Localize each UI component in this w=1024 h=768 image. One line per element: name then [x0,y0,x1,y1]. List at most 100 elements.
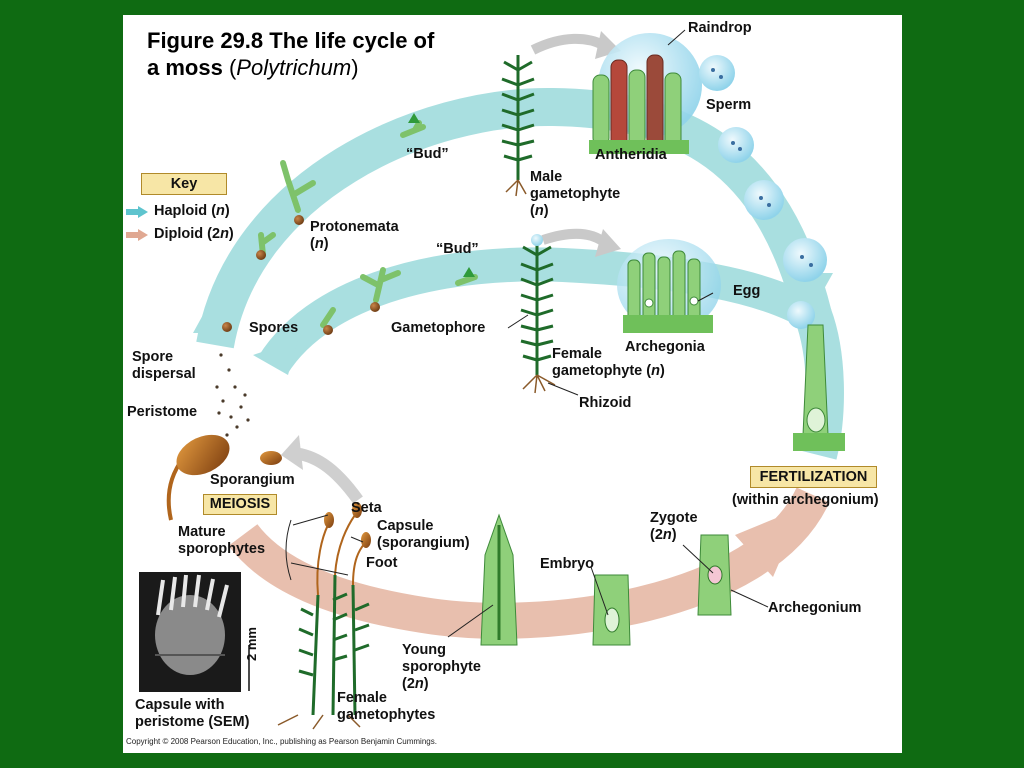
spore-dispersal-dots [215,353,250,437]
label-young-sporophyte-3: (2n) [402,676,429,693]
zygote-paren-close: ) [671,527,677,543]
diploid-close: ) [228,226,234,242]
label-within-archegonium: (within archegonium) [732,492,879,508]
label-antheridia: Antheridia [595,147,667,163]
proto-n: n [314,236,324,252]
inner-haploid-arc [258,247,822,375]
raindrop-small [699,55,735,91]
label-male-gametophyte-3: (n) [530,203,549,220]
label-embryo: Embryo [540,556,594,572]
figure-title-line-2: a moss (Polytrichum) [147,54,359,81]
male-paren-open: ( [530,203,535,219]
label-fertilization: FERTILIZATION [750,466,877,488]
label-egg: Egg [733,283,761,299]
mature-sporophytes [277,514,370,730]
label-meiosis: MEIOSIS [203,494,277,515]
title-main: a moss [147,55,223,80]
embryo [592,574,631,646]
capsule-sem-photo [139,572,241,692]
label-gametophore: Gametophore [391,320,486,336]
zygote-n: n [662,527,672,543]
label-seta: Seta [351,500,382,516]
sporophyte-capsules [324,502,371,548]
bud-green [408,113,475,277]
protonemata-sprouts [258,120,478,328]
fertilization-archegonium [793,324,845,451]
diploid-text: Diploid (2 [154,226,221,242]
label-mature-sporophytes: Mature sporophytes [178,524,266,557]
female-text: gametophyte ( [552,363,652,379]
haploid-text: Haploid ( [154,203,217,219]
diploid-n: n [220,226,229,242]
diploid-label: Diploid (2n) [154,226,234,243]
antheridia-cluster [589,54,689,154]
label-rhizoid: Rhizoid [579,395,632,411]
male-gametophyte-plant [501,55,535,197]
title-species: Polytrichum [236,55,352,80]
male-paren-close: ) [543,203,549,219]
label-scale: 2 mm [244,627,259,661]
label-bud-top: “Bud” [406,146,449,162]
label-zygote-1: Zygote [650,510,698,526]
young-paren-open: (2 [402,676,415,692]
label-peristome: Peristome [127,404,198,420]
figure-panel: Figure 29.8 The life cycle of a moss (Po… [123,15,902,753]
haploid-label: Haploid (n) [154,203,230,220]
sperm-drop-2 [744,180,784,220]
mature-capsule [166,434,282,521]
title-paren-close: ) [351,55,359,80]
title-paren-open: ( [222,55,237,80]
haploid-n: n [216,203,225,219]
sperm-drop-4 [787,301,815,329]
label-spores: Spores [249,320,299,336]
gray-arrow-mid [541,228,609,248]
spores [222,215,380,335]
label-foot: Foot [366,555,398,571]
label-male-gametophyte-1: Male [530,169,563,185]
life-cycle-artwork [139,29,845,730]
key-title: Key [141,173,227,195]
sperm-drop-1 [718,127,754,163]
gray-arrow-top [530,33,606,55]
haploid-close: ) [224,203,230,219]
female-gametophyte-plant [520,240,556,394]
diploid-arc [228,486,830,639]
diploid-arrowhead [735,507,803,577]
female-paren-close: ) [659,363,665,379]
label-protonemata-n: (n) [310,236,329,253]
diploid-arrow-icon [126,228,148,241]
young-paren-close: ) [423,676,429,692]
label-zygote-2: (2n) [650,527,677,544]
label-capsule-sem: Capsule with peristome (SEM) [135,697,250,730]
key-diploid: Diploid (2n) [126,226,234,243]
label-female-gametophyte-1: Female [552,346,602,362]
copyright-notice: Copyright © 2008 Pearson Education, Inc.… [126,737,437,746]
gray-arrow-bottom [292,447,363,504]
label-female-gametophyte-2: gametophyte (n) [552,363,665,380]
label-female-gametophytes: Female gametophytes [337,690,436,723]
archegonia-cluster [623,250,713,333]
gray-arrowhead-mid [595,229,621,257]
label-capsule: Capsule (sporangium) [377,518,470,551]
female-n: n [651,363,660,379]
young-n: n [414,676,424,692]
label-spore-dispersal: Spore dispersal [132,349,196,382]
male-n: n [534,203,544,219]
proto-paren-close: ) [323,236,329,252]
gray-arrowhead-bottom [281,435,303,470]
label-young-sporophyte-2: sporophyte [402,659,481,675]
label-sporangium: Sporangium [210,472,295,488]
young-sporophyte [480,513,518,646]
label-archegonia: Archegonia [625,339,705,355]
label-sperm: Sperm [706,97,752,113]
zygote-paren-open: (2 [650,527,663,543]
proto-paren-open: ( [310,236,315,252]
label-protonemata: Protonemata [310,219,399,235]
key-haploid: Haploid (n) [126,203,230,220]
sperm-drop-3 [783,238,827,282]
label-young-sporophyte-1: Young [402,642,447,658]
zygote-archegonium [697,534,732,616]
leader-lines [285,29,769,638]
label-male-gametophyte-2: gametophyte [530,186,621,202]
haploid-arrow-icon [126,205,148,218]
